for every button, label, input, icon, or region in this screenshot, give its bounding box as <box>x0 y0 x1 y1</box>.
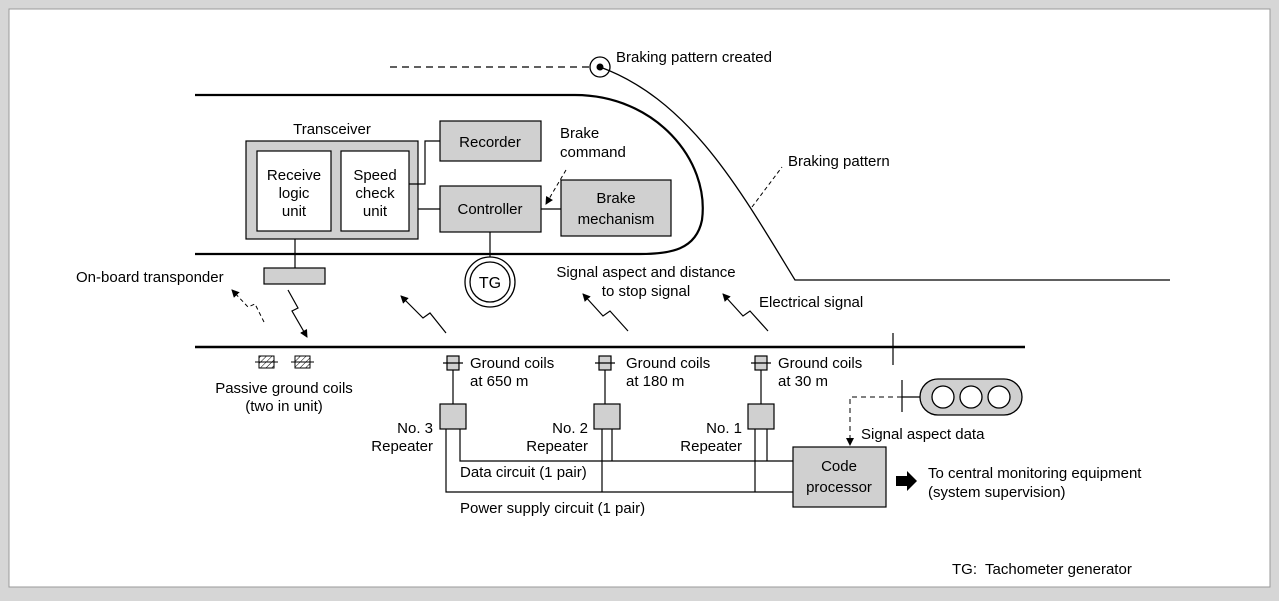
speed-check-line1: Speed <box>353 167 396 184</box>
central-monitoring-line1: To central monitoring equipment <box>928 465 1142 482</box>
signal-aspect-distance-line1: Signal aspect and distance <box>556 264 735 281</box>
signal-lamp-3 <box>987 385 1011 409</box>
signal-180 <box>582 293 629 332</box>
signal-aspect-distance-line2: to stop signal <box>602 283 690 300</box>
receive-logic-line2: logic <box>279 185 310 202</box>
passive-coils-line1: Passive ground coils <box>215 380 353 397</box>
controller-label: Controller <box>457 201 522 218</box>
speed-check-unit <box>340 150 410 232</box>
speed-recorder-link <box>409 140 440 185</box>
recorder-box <box>439 120 542 162</box>
signal-aspect-data-label: Signal aspect data <box>861 426 985 443</box>
ground-coils-650-line2: at 650 m <box>470 373 528 390</box>
central-monitoring-arrow <box>896 471 917 491</box>
tg-legend: TG: Tachometer generator <box>952 561 1132 578</box>
ground-coils-180-line1: Ground coils <box>626 355 710 372</box>
transponder-signal <box>287 289 308 338</box>
recorder-label: Recorder <box>459 134 521 151</box>
repeater-2-box <box>593 403 621 430</box>
passive-coil-signal <box>231 289 265 323</box>
signal-30 <box>722 293 769 332</box>
brake-command-line1: Brake <box>560 125 599 142</box>
ground-coils-650-line1: Ground coils <box>470 355 554 372</box>
braking-pattern-label: Braking pattern <box>788 153 890 170</box>
repeater-2-line2: Repeater <box>526 438 588 455</box>
speed-check-line3: unit <box>363 203 388 220</box>
repeater-3-box <box>439 403 467 430</box>
braking-pattern-curve <box>599 66 1170 281</box>
data-circuit-line <box>459 429 793 462</box>
electrical-signal-label: Electrical signal <box>759 294 863 311</box>
brake-mechanism-box <box>560 179 672 237</box>
ground-coils-30-line2: at 30 m <box>778 373 828 390</box>
speed-check-line2: check <box>355 185 395 202</box>
code-processor-line2: processor <box>806 479 872 496</box>
repeater-1-box <box>747 403 775 430</box>
onboard-transponder-box <box>263 267 326 285</box>
transceiver-label: Transceiver <box>293 121 371 138</box>
diagram-panel <box>8 8 1271 588</box>
receive-logic-line3: unit <box>282 203 307 220</box>
power-circuit-line <box>445 429 793 493</box>
central-monitoring-line2: (system supervision) <box>928 484 1066 501</box>
receive-logic-unit <box>256 150 332 232</box>
tg-label: TG <box>479 275 501 292</box>
repeater-1-line2: Repeater <box>680 438 742 455</box>
brake-mechanism-line2: mechanism <box>578 211 655 228</box>
tg-inner <box>469 261 511 303</box>
ground-coils-30-line1: Ground coils <box>778 355 862 372</box>
passive-coils-line2: (two in unit) <box>245 398 323 415</box>
power-circuit-label: Power supply circuit (1 pair) <box>460 500 645 517</box>
repeater-2-line1: No. 2 <box>552 420 588 437</box>
signal-650 <box>400 295 447 334</box>
ground-coils-180-line2: at 180 m <box>626 373 684 390</box>
code-processor-line1: Code <box>821 458 857 475</box>
brake-mechanism-line1: Brake <box>596 190 635 207</box>
brake-command-line2: command <box>560 144 626 161</box>
code-processor-box <box>792 446 887 508</box>
signal-lamp-1 <box>931 385 955 409</box>
onboard-transponder-label: On-board transponder <box>76 269 224 286</box>
receive-logic-line1: Receive <box>267 167 321 184</box>
train-outline <box>195 93 704 256</box>
signal-lamp-2 <box>959 385 983 409</box>
repeater-3-line1: No. 3 <box>397 420 433 437</box>
signal-aspect-data-arrow <box>846 396 920 446</box>
braking-pattern-leader <box>751 166 783 208</box>
repeater-3-line2: Repeater <box>371 438 433 455</box>
repeater-1-line1: No. 1 <box>706 420 742 437</box>
data-circuit-label: Data circuit (1 pair) <box>460 464 587 481</box>
braking-pattern-created-label: Braking pattern created <box>616 49 772 66</box>
